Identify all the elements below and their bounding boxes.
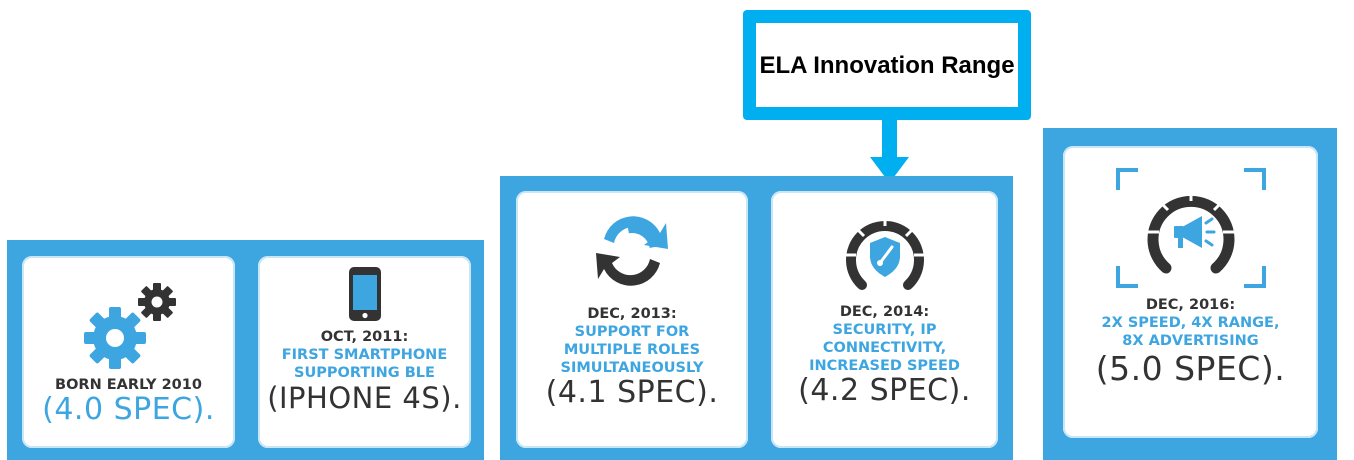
gauge-megaphone-icon (1115, 168, 1266, 288)
card-2014-desc3: INCREASED SPEED (809, 358, 960, 374)
card-2016-desc1: 2X SPEED, 4X RANGE, (1101, 315, 1280, 331)
card-2014: DEC, 2014: SECURITY, IP CONNECTIVITY, IN… (771, 191, 998, 448)
card-2011-date: OCT, 2011: (320, 329, 409, 345)
smartphone-icon (348, 267, 381, 321)
callout-title: ELA Innovation Range (759, 51, 1015, 79)
card-2014-spec: (4.2 SPEC). (798, 373, 971, 408)
card-2014-desc1: SECURITY, IP (832, 322, 937, 338)
card-2011-desc1: FIRST SMARTPHONE (281, 347, 448, 363)
card-2016-date: DEC, 2016: (1145, 297, 1236, 313)
card-2010-spec: (4.0 SPEC). (42, 392, 215, 427)
card-2013: DEC, 2013: SUPPORT FOR MULTIPLE ROLES SI… (516, 191, 748, 448)
callout-arrow-icon (870, 120, 909, 183)
card-2014-desc2: CONNECTIVITY, (822, 340, 947, 356)
card-2011: OCT, 2011: FIRST SMARTPHONE SUPPORTING B… (258, 256, 471, 448)
sync-arrows-icon (596, 216, 668, 286)
card-2014-date: DEC, 2014: (839, 304, 930, 320)
callout-box: ELA Innovation Range (743, 10, 1031, 120)
card-2011-spec: (IPHONE 4S). (267, 381, 462, 415)
card-2013-desc2: MULTIPLE ROLES (563, 342, 701, 358)
card-2013-date: DEC, 2013: (587, 306, 677, 322)
card-2013-spec: (4.1 SPEC). (545, 375, 719, 410)
card-2016-spec: (5.0 SPEC). (1095, 349, 1286, 388)
card-2013-desc1: SUPPORT FOR (574, 324, 690, 340)
card-2010-line1: BORN EARLY 2010 (55, 377, 202, 393)
card-2011-desc2: SUPPORTING BLE (294, 365, 435, 381)
card-2013-desc3: SIMULTANEOUSLY (560, 360, 704, 376)
gears-icon (83, 283, 176, 369)
gauge-shield-icon (845, 216, 924, 290)
card-2016-desc2: 8X ADVERTISING (1122, 333, 1259, 349)
card-2010: BORN EARLY 2010 (4.0 SPEC). (22, 256, 235, 448)
card-2016: DEC, 2016: 2X SPEED, 4X RANGE, 8X ADVERT… (1063, 146, 1318, 438)
